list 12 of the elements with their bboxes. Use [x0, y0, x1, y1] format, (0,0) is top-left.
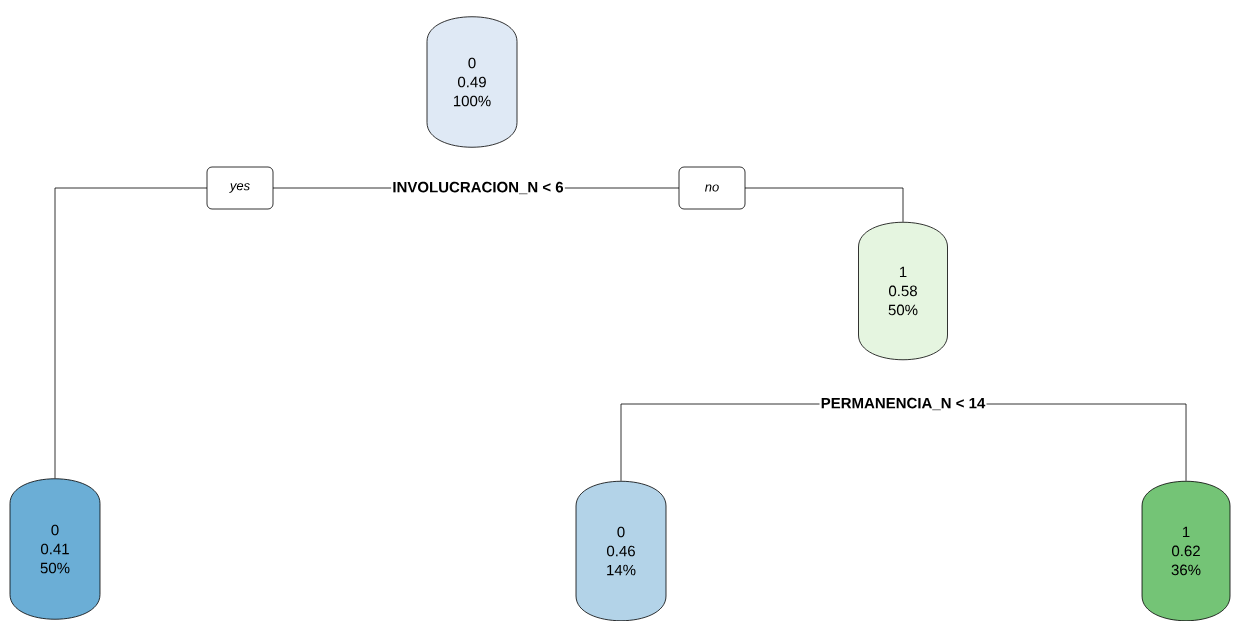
split-rule: INVOLUCRACION_N < 6: [393, 181, 564, 195]
tree-node: 1 0.62 36%: [1141, 480, 1231, 621]
tree-node: 0 0.46 14%: [575, 480, 667, 621]
connector: [986, 403, 1187, 482]
tree-node: 1 0.58 50%: [858, 221, 948, 361]
split-rule: PERMANENCIA_N < 14: [821, 397, 986, 411]
connector: [620, 403, 820, 482]
tree-node: 0 0.49 100%: [426, 16, 518, 148]
connector: [54, 187, 392, 479]
edge-label: yes: [206, 166, 274, 210]
edge-label: no: [678, 166, 746, 210]
tree-node: 0 0.41 50%: [9, 478, 101, 620]
